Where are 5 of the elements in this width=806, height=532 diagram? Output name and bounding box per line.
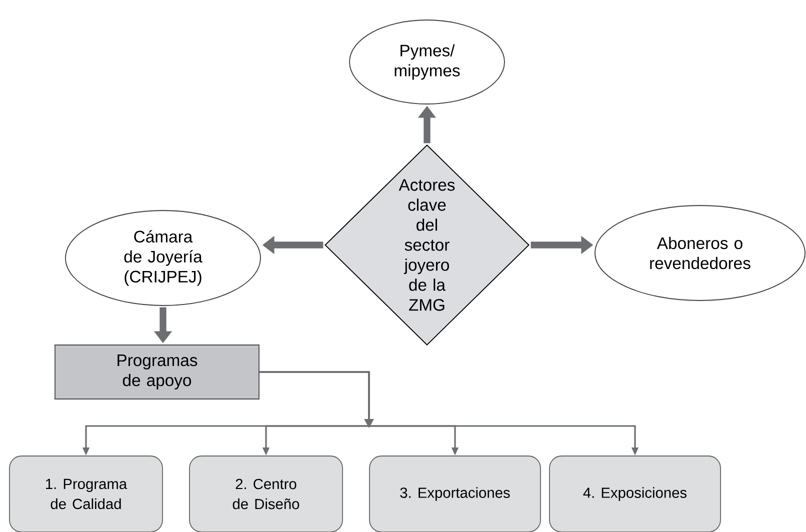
program-box: 3. Exportaciones [369, 456, 541, 532]
program-box: 4. Exposiciones [549, 456, 721, 532]
program-box: 1. Programa de Calidad [9, 456, 163, 532]
program-box: 2. Centro de Diseño [189, 456, 343, 532]
program-box: Programas de apoyo [54, 344, 260, 400]
